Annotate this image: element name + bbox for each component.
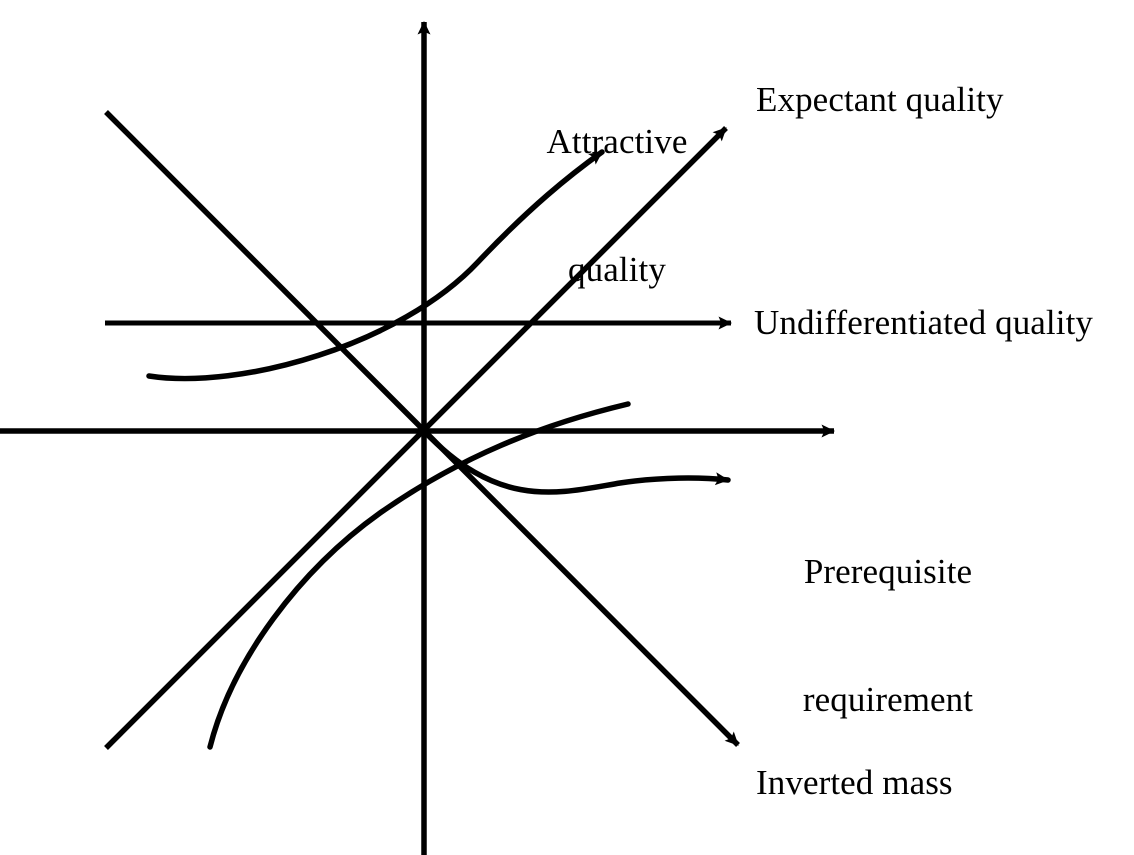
label-prerequisite-requirement-line2: requirement: [802, 680, 974, 720]
label-prerequisite-requirement: Prerequisite requirement: [768, 466, 1008, 808]
label-prerequisite-requirement-line1: Prerequisite: [803, 552, 973, 592]
label-undifferentiated-quality: Undifferentiated quality: [754, 303, 1094, 342]
inverted-mass-curve: [207, 401, 631, 750]
label-attractive-quality-line2: quality: [568, 250, 666, 290]
label-attractive-quality: Attractive quality: [512, 36, 722, 378]
prerequisite-requirement-curve: [421, 428, 731, 495]
label-expectant-quality: Expectant quality: [756, 80, 1004, 119]
expectant-quality-line: [104, 126, 728, 750]
attractive-quality-curve: [146, 149, 605, 382]
label-attractive-quality-line1: Attractive: [546, 122, 688, 162]
label-inverted-mass: Inverted mass: [756, 763, 953, 802]
